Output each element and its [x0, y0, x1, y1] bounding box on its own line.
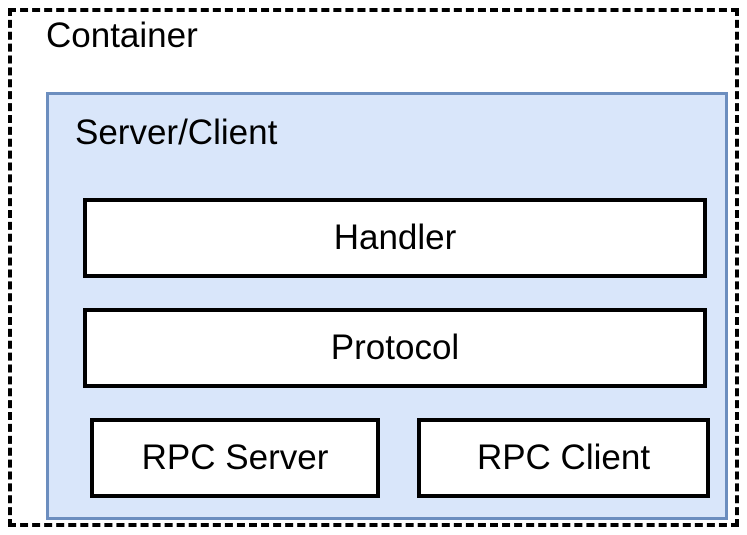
container-boundary-label: Container: [46, 16, 198, 55]
node-rpc-server-label: RPC Server: [141, 438, 329, 477]
server-client-group: Server/Client Handler Protocol RPC Serve…: [46, 92, 728, 520]
server-client-group-label: Server/Client: [75, 113, 278, 152]
node-protocol: Protocol: [83, 308, 707, 388]
container-boundary: Server/Client Handler Protocol RPC Serve…: [8, 8, 739, 527]
node-protocol-label: Protocol: [330, 328, 460, 367]
node-rpc-client-label: RPC Client: [476, 438, 651, 477]
node-rpc-server: RPC Server: [90, 418, 380, 498]
node-rpc-client: RPC Client: [417, 418, 710, 498]
node-handler-label: Handler: [333, 218, 457, 257]
node-handler: Handler: [83, 198, 707, 278]
